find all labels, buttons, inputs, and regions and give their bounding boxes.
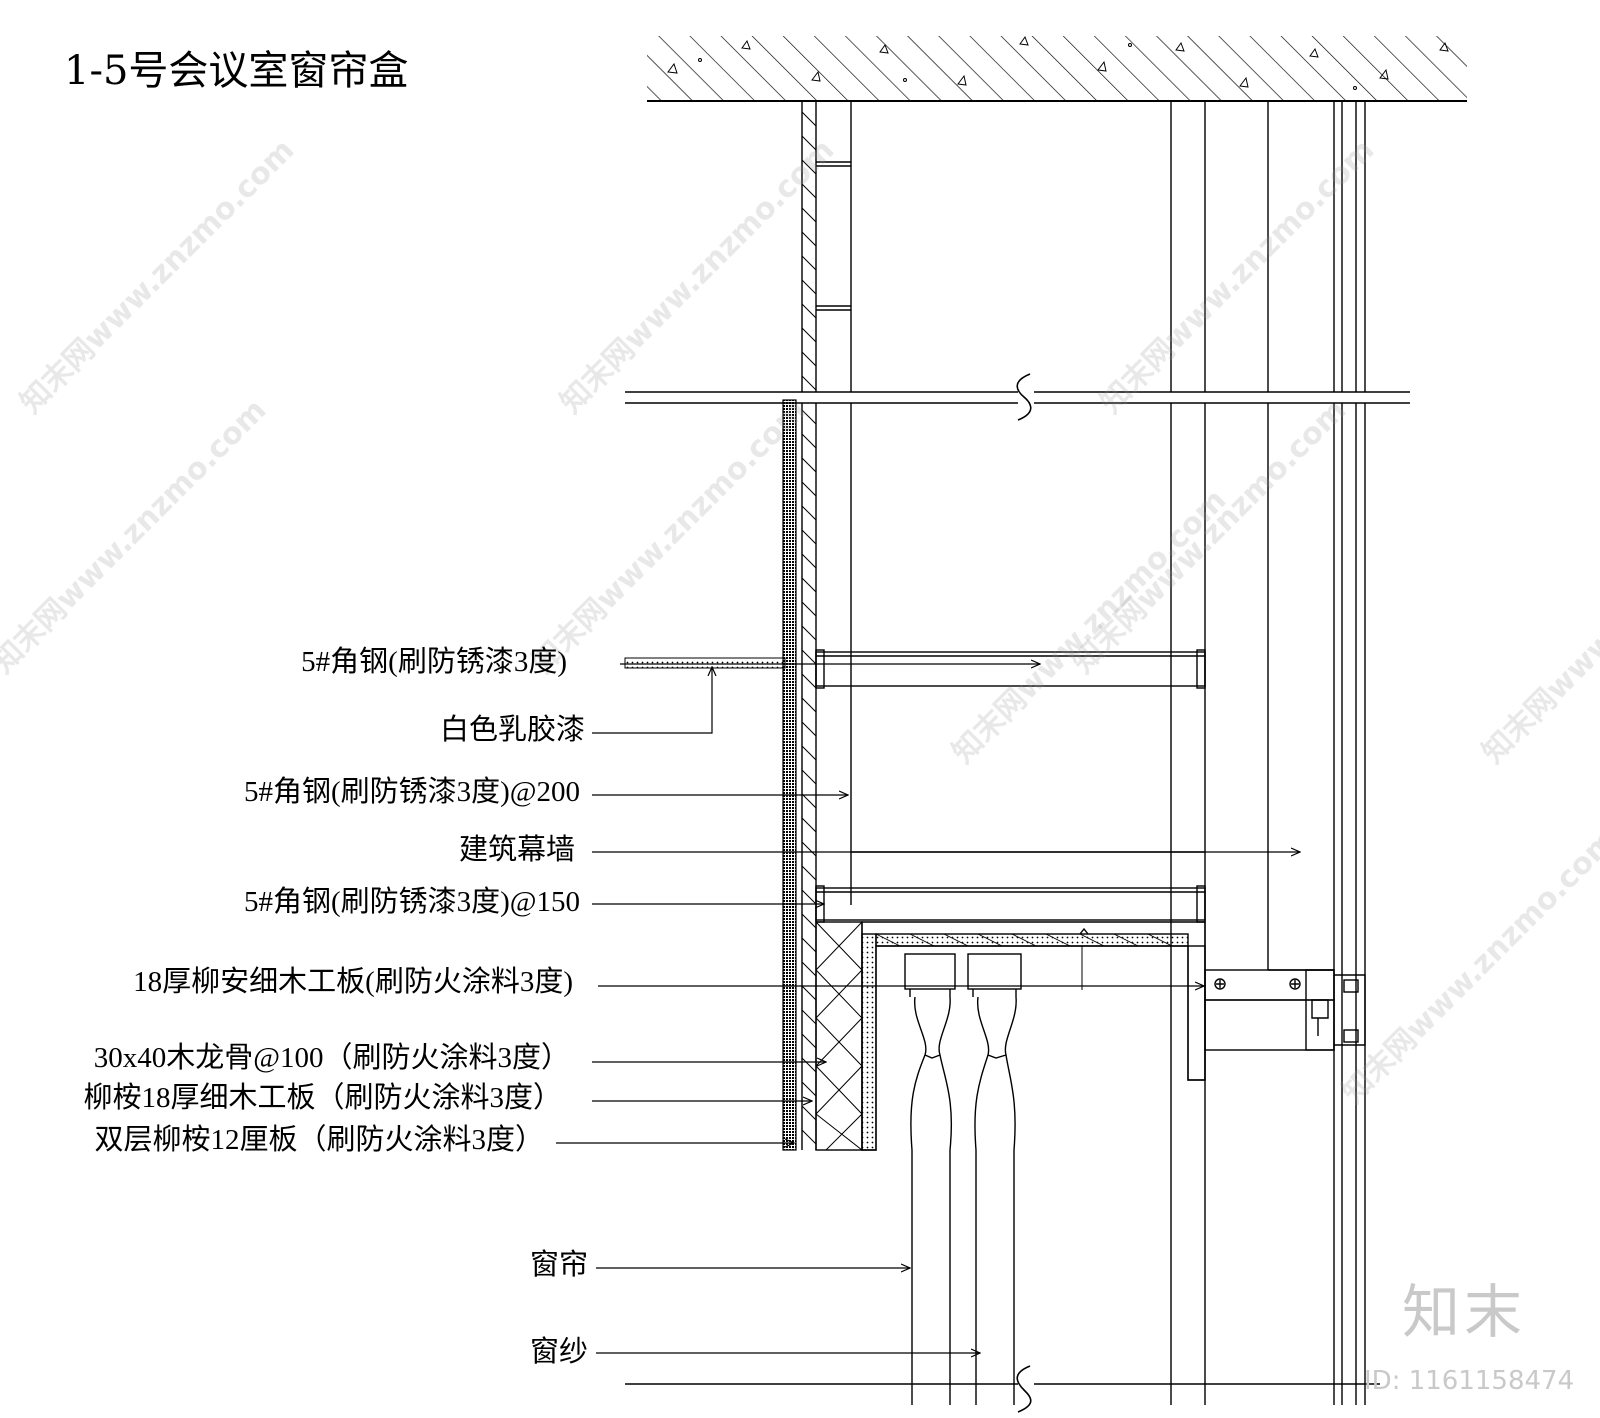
curtain-tracks xyxy=(904,953,1022,997)
label-sheer: 窗纱 xyxy=(529,1336,588,1368)
curtain-wall-frame xyxy=(1204,969,1366,1051)
ceiling-plaster xyxy=(624,657,786,669)
label-curtain: 窗帘 xyxy=(529,1249,588,1281)
label-double-plywood: 双层柳桉12厘板（刷防火涂料3度） xyxy=(94,1124,544,1156)
label-liu-an-blockboard: 柳桉18厚细木工板（刷防火涂料3度） xyxy=(83,1082,562,1114)
brand-watermark: 知末 xyxy=(1402,1278,1527,1346)
label-wood-keel: 30x40木龙骨@100（刷防火涂料3度） xyxy=(93,1042,570,1074)
label-angle-steel-150: 5#角钢(刷防锈漆3度)@150 xyxy=(243,886,580,918)
label-blockboard-18: 18厚柳安细木工板(刷防火涂料3度) xyxy=(133,966,573,998)
concrete-slab xyxy=(647,35,1467,102)
leader-lines xyxy=(556,664,1300,1353)
label-curtain-wall: 建筑幕墙 xyxy=(458,834,575,866)
label-angle-steel-200: 5#角钢(刷防锈漆3度)@200 xyxy=(243,776,580,808)
label-white-latex: 白色乳胶漆 xyxy=(439,714,585,746)
label-angle-steel-top: 5#角钢(刷防锈漆3度) xyxy=(301,646,567,678)
curtain-box xyxy=(815,921,1206,1151)
break-lines xyxy=(625,373,1410,1413)
drawing-title: 1-5号会议室窗帘盒 xyxy=(64,48,409,94)
id-watermark: ID: 1161158474 xyxy=(1364,1366,1575,1396)
curtain-fabric xyxy=(910,996,1017,1405)
vertical-framing xyxy=(801,101,1366,1405)
ceiling-board xyxy=(782,399,797,1151)
